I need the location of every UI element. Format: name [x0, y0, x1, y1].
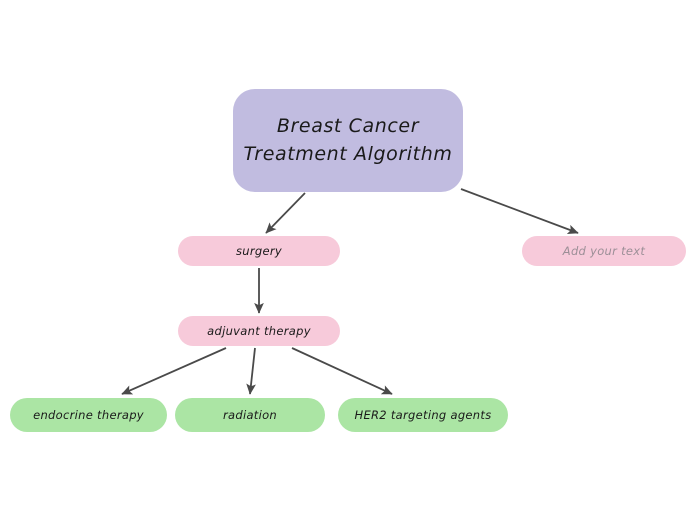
node-radiation[interactable]: radiation	[175, 398, 325, 432]
node-her2-targeting-agents[interactable]: HER2 targeting agents	[338, 398, 508, 432]
edge-root-placeholder	[460, 188, 579, 235]
node-endocrine-therapy[interactable]: endocrine therapy	[10, 398, 167, 432]
edge-adjuvant-her2	[291, 347, 393, 395]
edge-adjuvant-radiation	[246, 347, 256, 395]
node-adjuvant-therapy[interactable]: adjuvant therapy	[178, 316, 340, 346]
edge-root-surgery	[265, 192, 306, 234]
node-add-your-text-placeholder[interactable]: Add your text	[522, 236, 686, 266]
edge-adjuvant-endocrine	[121, 347, 227, 395]
node-surgery[interactable]: surgery	[178, 236, 340, 266]
node-root[interactable]: Breast Cancer Treatment Algorithm	[233, 89, 463, 192]
